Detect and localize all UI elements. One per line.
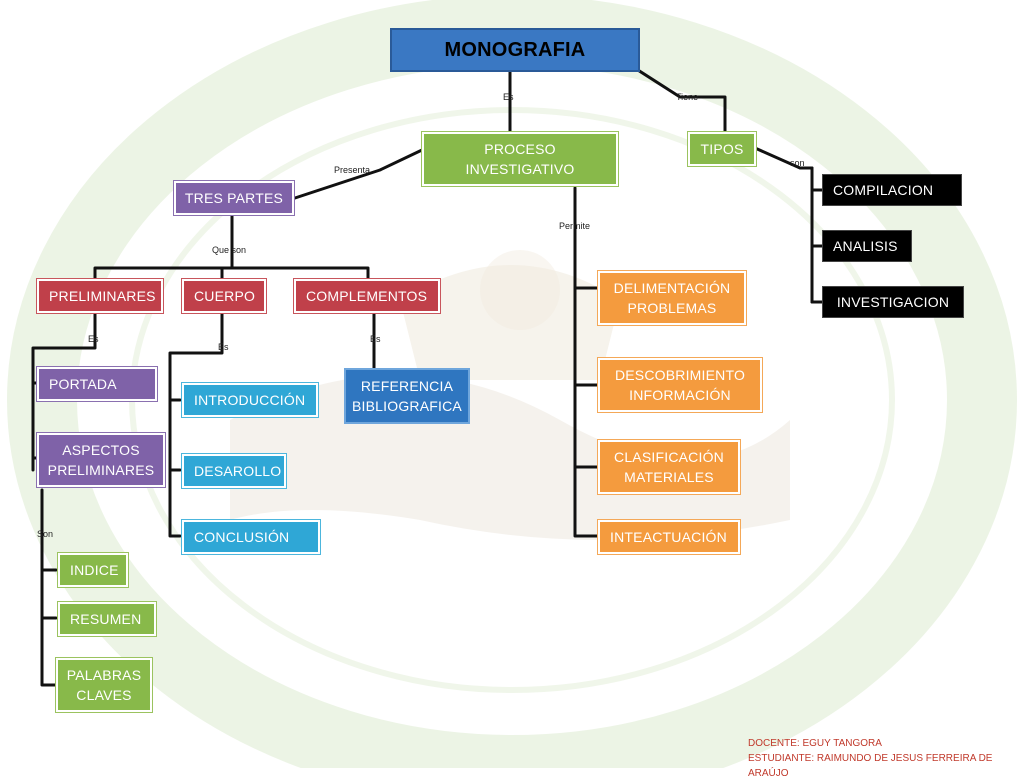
node-descobrimiento-informacion: DESCOBRIMIENTO INFORMACIÓN: [598, 358, 762, 412]
node-proceso-investigativo: PROCESO INVESTIGATIVO: [422, 132, 618, 186]
node-preliminares: PRELIMINARES: [37, 279, 163, 313]
link-label-es-preliminares: Es: [88, 334, 99, 344]
link-label-es-cuerpo: Es: [218, 342, 229, 352]
node-referencia-bibliografica: REFERENCIA BIBLIOGRAFICA: [344, 368, 470, 424]
node-analisis: ANALISIS: [822, 230, 912, 262]
node-conclusion: CONCLUSIÓN: [182, 520, 320, 554]
node-desarollo: DESAROLLO: [182, 454, 286, 488]
node-portada: PORTADA: [37, 367, 157, 401]
credits-docente: DOCENTE: EGUY TANGORA: [748, 738, 882, 749]
node-tres-partes: TRES PARTES: [174, 181, 294, 215]
node-inteactuacion: INTEACTUACIÓN: [598, 520, 740, 554]
link-label-es-top: Es: [503, 92, 514, 102]
node-complementos: COMPLEMENTOS: [294, 279, 440, 313]
node-tipos: TIPOS: [688, 132, 756, 166]
credits: DOCENTE: EGUY TANGORA ESTUDIANTE: RAIMUN…: [748, 736, 1024, 781]
node-compilacion: COMPILACION: [822, 174, 962, 206]
link-label-permite: Permite: [559, 221, 591, 231]
link-label-tiene: Tiene: [676, 92, 699, 102]
link-label-presenta: Presenta: [334, 165, 371, 175]
link-label-son-tipos: son: [790, 158, 805, 168]
link-label-es-complementos: Es: [370, 334, 381, 344]
credits-estudiante: ESTUDIANTE: RAIMUNDO DE JESUS FERREIRA D…: [748, 753, 993, 779]
node-investigacion: INVESTIGACION: [822, 286, 964, 318]
node-introduccion: INTRODUCCIÓN: [182, 383, 318, 417]
node-clasificacion-materiales: CLASIFICACIÓN MATERIALES: [598, 440, 740, 494]
node-cuerpo: CUERPO: [182, 279, 266, 313]
node-aspectos-preliminares: ASPECTOS PRELIMINARES: [37, 433, 165, 487]
node-indice: INDICE: [58, 553, 128, 587]
node-monografia: MONOGRAFIA: [390, 28, 640, 72]
link-label-que-son: Que son: [212, 245, 247, 255]
link-label-son-aspectos: Son: [37, 529, 54, 539]
node-delimentacion-problemas: DELIMENTACIÓN PROBLEMAS: [598, 271, 746, 325]
node-palabras-claves: PALABRAS CLAVES: [56, 658, 152, 712]
node-resumen: RESUMEN: [58, 602, 156, 636]
